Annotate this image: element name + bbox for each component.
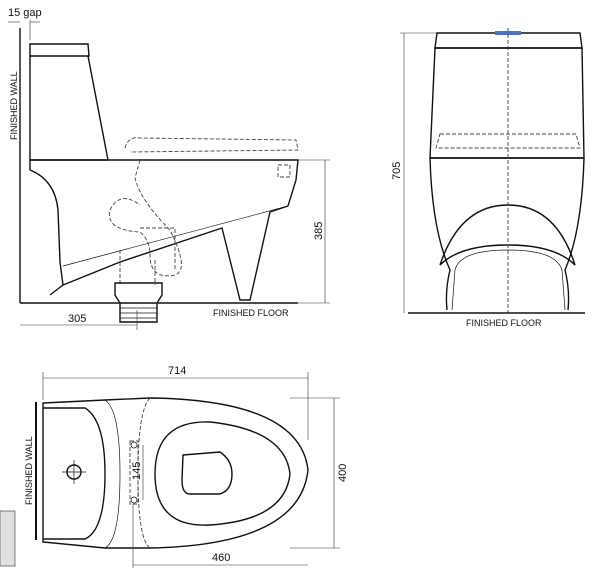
rough-in-dimension: 305 <box>68 313 86 325</box>
seat-ring <box>154 421 291 526</box>
finished-wall-label: FINISHED WALL <box>24 436 34 505</box>
top-outline <box>42 397 309 549</box>
finished-floor-label: FINISHED FLOOR <box>213 308 289 318</box>
finished-wall-label: FINISHED WALL <box>9 71 19 140</box>
tank-top <box>43 407 106 540</box>
gap-label: 15 gap <box>8 7 42 19</box>
grey-tab <box>0 510 16 567</box>
tank-lid <box>434 32 583 49</box>
bowl-opening <box>181 451 233 495</box>
trapway-dashed <box>108 159 182 277</box>
tank <box>29 43 109 161</box>
top-view: 714 FINISHED WALL 145 400 460 <box>24 365 349 568</box>
flush-button <box>495 31 521 35</box>
bowl-length-dimension: 460 <box>212 552 230 564</box>
bowl-body <box>29 159 299 301</box>
seat-lid-dashed <box>124 137 299 153</box>
seat-height-dimension: 385 <box>313 222 325 240</box>
pedestal <box>429 157 585 311</box>
tank-front <box>429 47 585 159</box>
side-view: 15 gap FINISHED WALL 305 385 FINISHED FL… <box>8 7 330 330</box>
width-dimension: 400 <box>337 464 349 482</box>
height-dimension: 705 <box>391 162 403 180</box>
hinge-spacing-dimension: 145 <box>131 462 143 480</box>
front-view: 705 FINISHED FLOOR <box>391 28 585 328</box>
finished-floor-label: FINISHED FLOOR <box>466 318 542 328</box>
floor-flange <box>114 282 163 323</box>
length-dimension: 714 <box>168 365 186 377</box>
